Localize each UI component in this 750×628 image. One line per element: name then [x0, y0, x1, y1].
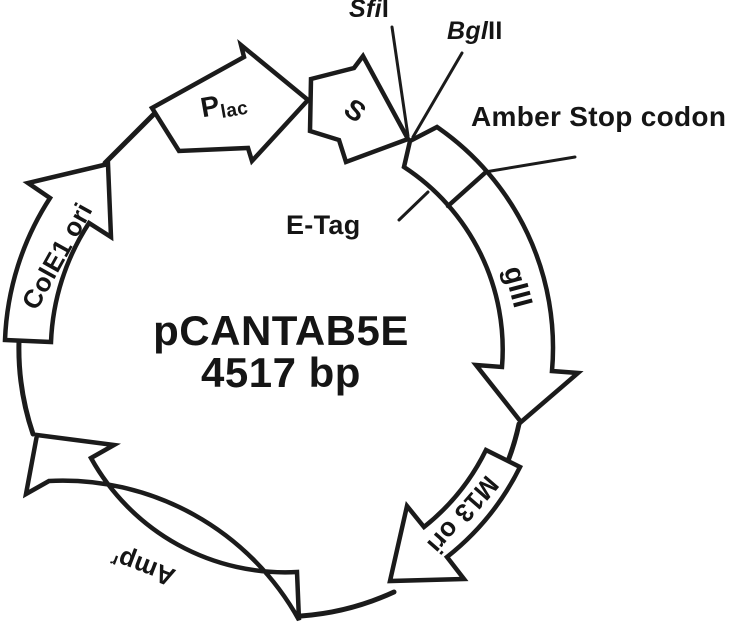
amp-resistance-arrow [22, 432, 302, 622]
m13-ori-arrow [387, 446, 524, 584]
sfi-callout-line [390, 25, 410, 138]
amber-stop-codon-label: Amber Stop codon [471, 101, 727, 132]
plac-promoter-arrow [148, 38, 312, 166]
bgl-site-label-roman: II [488, 17, 503, 45]
sfi-site-label-roman: I [381, 0, 390, 23]
signal-sequence-arrow [307, 51, 412, 165]
plac-promoter-label-main: P [198, 89, 223, 124]
sfi-site-label: SfiI [349, 0, 389, 22]
plasmid-size: 4517 bp [201, 349, 361, 396]
bgl-site-label: BglII [447, 19, 503, 44]
backbone-arc-left [16, 338, 36, 437]
plasmid-name: pCANTAB5E [153, 307, 409, 354]
bgl-site-label-italic: Bgl [447, 17, 489, 45]
g3-etag-band-arrow [401, 124, 584, 426]
backbone-arc-top-left [102, 110, 158, 166]
amber-callout-line [483, 155, 577, 174]
cole1-ori-arrow [2, 161, 114, 345]
backbone-arc-right [505, 421, 522, 464]
plac-promoter-label: Plac [198, 87, 250, 126]
etag-label: E-Tag [286, 210, 361, 240]
sfi-site-label-italic: Sfi [349, 0, 382, 23]
bgl-callout-line [411, 51, 464, 139]
etag-g3-divider [445, 169, 489, 209]
etag-callout-line [397, 190, 430, 222]
backbone-arc-bottom [298, 589, 397, 619]
